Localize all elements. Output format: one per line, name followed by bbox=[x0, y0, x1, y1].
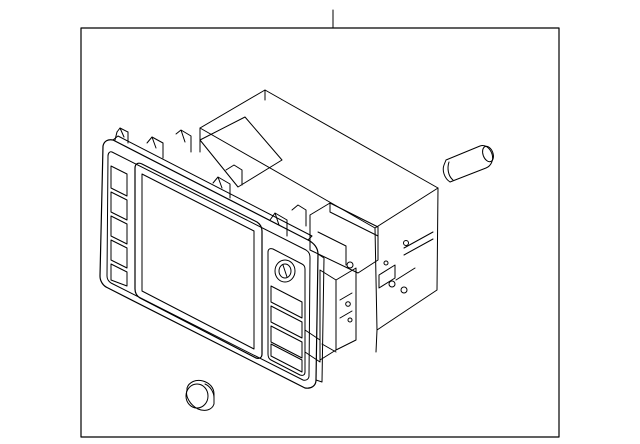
mounting-bracket bbox=[305, 203, 378, 362]
right-control-panel bbox=[268, 249, 305, 376]
chassis-box bbox=[200, 90, 438, 352]
clip bbox=[443, 145, 495, 182]
cap bbox=[186, 380, 214, 410]
bezel-clips bbox=[115, 128, 306, 236]
diagram-frame bbox=[81, 28, 559, 437]
control-knob bbox=[275, 260, 295, 282]
display-screen bbox=[135, 163, 262, 358]
left-button-column bbox=[111, 166, 127, 286]
